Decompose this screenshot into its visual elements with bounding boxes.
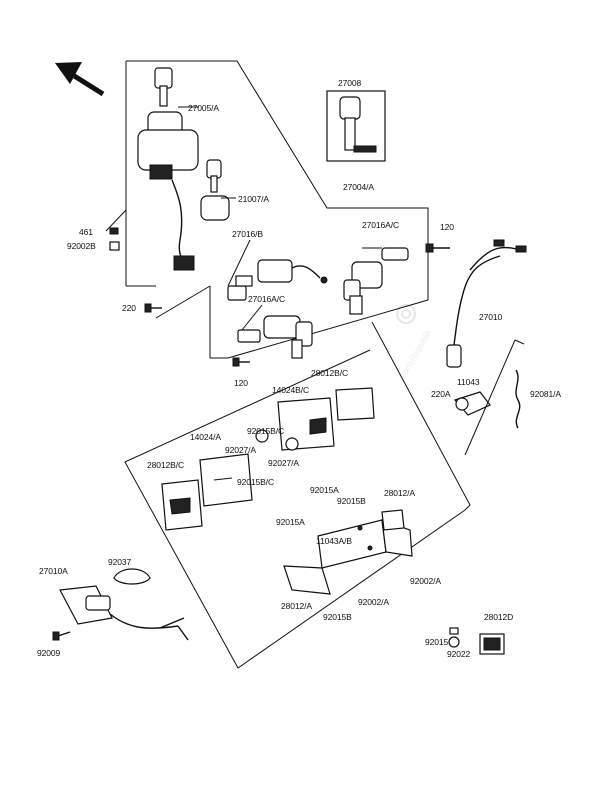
bolt-220 xyxy=(144,303,162,313)
cap-92037 xyxy=(113,568,151,585)
label-92022: 92022 xyxy=(447,649,471,659)
label-220A: 220A xyxy=(431,389,451,399)
switch-27016AC-top xyxy=(343,247,409,315)
label-92009: 92009 xyxy=(37,648,61,658)
label-27004A: 27004/A xyxy=(343,182,374,192)
spring-92081A xyxy=(464,339,525,456)
arrow-up-left-icon xyxy=(55,62,105,97)
switch-27016B xyxy=(227,239,328,301)
bolt-461 xyxy=(105,209,127,251)
label-28012A-bot: 28012/A xyxy=(281,601,312,611)
switch-27010A xyxy=(59,585,189,641)
label-92015A-mid: 92015A xyxy=(276,517,305,527)
label-92015BC-bot: 92015B/C xyxy=(237,477,275,487)
label-27016AC-top: 27016A/C xyxy=(362,220,400,230)
ignition-switch xyxy=(137,67,199,271)
label-92015A-top: 92015A xyxy=(310,485,339,495)
screw-92009 xyxy=(52,631,71,641)
label-92015B-bot: 92015B xyxy=(323,612,352,622)
label-27016B: 27016/B xyxy=(232,229,263,239)
reflector-28012BC-top xyxy=(335,387,375,421)
switch-27016AC-mid xyxy=(237,304,313,359)
lock-cylinder-21007 xyxy=(200,159,236,221)
license-bracket xyxy=(283,509,413,595)
svg-text:PartsRepublik: PartsRepublik xyxy=(397,327,434,381)
bolt-120-top xyxy=(425,243,450,253)
cable-switch-27010 xyxy=(446,239,527,368)
lens-14024A xyxy=(199,453,253,507)
label-11043: 11043 xyxy=(457,377,480,387)
bracket-11043 xyxy=(453,391,491,416)
label-28012D: 28012D xyxy=(484,612,514,622)
label-92027A-right: 92027/A xyxy=(268,458,299,468)
label-92015B-top: 92015B xyxy=(337,496,366,506)
label-14024A: 14024/A xyxy=(190,432,221,442)
label-92027A-left: 92027/A xyxy=(225,445,256,455)
label-461: 461 xyxy=(79,227,93,237)
grommets xyxy=(255,429,299,451)
label-92002A-bot: 92002/A xyxy=(358,597,389,607)
label-92081A: 92081/A xyxy=(530,389,561,399)
label-28012BC-left: 28012B/C xyxy=(147,460,185,470)
label-28012A-top: 28012/A xyxy=(384,488,415,498)
label-92037: 92037 xyxy=(108,557,132,567)
label-92002B: 92002B xyxy=(67,241,96,251)
part-28012D xyxy=(448,627,505,655)
label-27005A: 27005/A xyxy=(188,103,219,113)
label-27010A: 27010A xyxy=(39,566,68,576)
label-27016AC-mid: 27016A/C xyxy=(248,294,286,304)
reflector-28012BC-left xyxy=(161,479,203,531)
label-220: 220 xyxy=(122,303,136,313)
label-28012BC-top: 28012B/C xyxy=(311,368,349,378)
lens-14024BC xyxy=(277,397,335,451)
gear-watermark-icon: PartsRepublik xyxy=(396,304,434,381)
label-27008: 27008 xyxy=(338,78,362,88)
label-92002A-right: 92002/A xyxy=(410,576,441,586)
label-120-bot: 120 xyxy=(234,378,248,388)
label-14024BC: 14024B/C xyxy=(272,385,310,395)
key-card-27008 xyxy=(326,90,386,162)
bolt-120-bot xyxy=(232,357,250,367)
label-92015: 92015 xyxy=(425,637,449,647)
assembly-outline xyxy=(124,60,471,669)
label-120-top: 120 xyxy=(440,222,454,232)
label-11043AB: 11043A/B xyxy=(316,536,352,546)
label-27010: 27010 xyxy=(479,312,503,322)
label-21007A: 21007/A xyxy=(238,194,269,204)
label-92015BC-top: 92015B/C xyxy=(247,426,285,436)
